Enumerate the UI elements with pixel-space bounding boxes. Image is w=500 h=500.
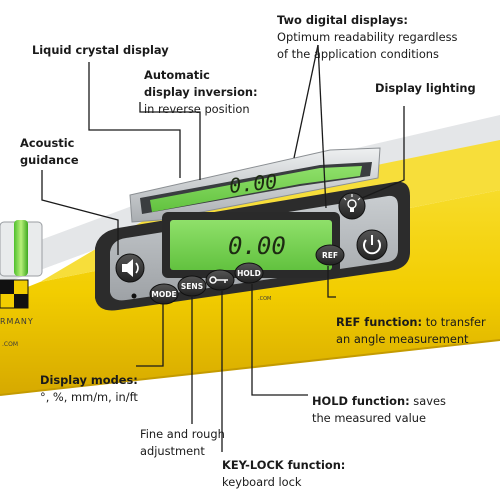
label-keylock: KEY-LOCK function: keyboard lock <box>222 457 345 491</box>
label-hold-text2: the measured value <box>312 411 426 425</box>
key-icon <box>209 276 228 284</box>
label-inversion-text: in reverse position <box>144 102 250 116</box>
callout-ref-line <box>327 266 336 298</box>
mode-button-label: MODE <box>151 290 176 299</box>
label-acoustic-title1: Acoustic <box>20 136 75 150</box>
label-inversion-title2: display inversion: <box>144 85 258 99</box>
label-hold-text1: saves <box>409 394 446 408</box>
label-lcd: Liquid crystal display <box>32 42 169 59</box>
callout-acoustic-line <box>41 170 119 255</box>
label-hold: HOLD function: saves the measured value <box>312 393 446 427</box>
sens-button-label: SENS <box>181 282 203 291</box>
brand-web-right: .COM <box>258 296 271 302</box>
power-icon <box>363 235 381 255</box>
label-lcd-title: Liquid crystal display <box>32 43 169 57</box>
sens-button[interactable]: SENS <box>177 275 207 297</box>
power-button[interactable] <box>356 229 388 261</box>
brand-logo <box>0 279 29 309</box>
callout-two-displays-line-a <box>293 44 319 159</box>
main-lcd-reading: 0.00 <box>228 232 286 260</box>
ref-button[interactable]: REF <box>315 244 345 266</box>
label-lighting: Display lighting <box>375 80 476 97</box>
callout-lcd-line <box>88 62 181 178</box>
top-lcd-reading: 0.00 <box>228 169 278 198</box>
label-modes-text: °, %, mm/m, in/ft <box>40 390 138 404</box>
brand-web: .COM <box>2 341 18 348</box>
label-two-displays-line2: of the application conditions <box>277 47 439 61</box>
label-fine: Fine and rough adjustment <box>140 426 225 460</box>
label-ref-text2: an angle measurement <box>336 332 469 346</box>
main-lcd <box>170 220 332 270</box>
label-fine-text2: adjustment <box>140 444 205 458</box>
label-ref-text1: to transfer <box>422 315 486 329</box>
label-keylock-title: KEY-LOCK function: <box>222 458 346 472</box>
label-lighting-title: Display lighting <box>375 81 476 95</box>
label-fine-text1: Fine and rough <box>140 427 225 441</box>
label-keylock-text: keyboard lock <box>222 475 302 489</box>
label-inversion: Automatic display inversion: in reverse … <box>144 67 258 118</box>
label-two-displays: Two digital displays: Optimum readabilit… <box>277 12 457 63</box>
level-edge-line <box>0 339 500 396</box>
label-modes-title: Display modes: <box>40 373 138 387</box>
ref-button-label: REF <box>322 251 338 260</box>
label-hold-title: HOLD function: <box>312 394 410 408</box>
callout-lines <box>41 44 405 452</box>
top-lcd <box>150 166 362 212</box>
label-inversion-title1: Automatic <box>144 68 210 82</box>
hold-button-label: HOLD <box>237 269 261 278</box>
label-ref-title: REF function: <box>336 315 423 329</box>
label-acoustic-title2: guidance <box>20 153 79 167</box>
acoustic-button[interactable] <box>115 253 145 283</box>
light-bulb-icon <box>343 194 361 212</box>
label-modes: Display modes: °, %, mm/m, in/ft <box>40 372 138 406</box>
label-acoustic: Acoustic guidance <box>20 135 79 169</box>
label-ref: REF function: to transfer an angle measu… <box>336 314 486 348</box>
label-two-displays-title: Two digital displays: <box>277 13 408 27</box>
mode-button[interactable]: MODE <box>149 283 179 305</box>
label-two-displays-line1: Optimum readability regardless <box>277 30 458 44</box>
brand-country: RMANY <box>0 317 34 326</box>
hold-button[interactable]: HOLD <box>234 262 264 284</box>
speaker-icon <box>122 259 139 277</box>
callout-two-displays-line-b <box>317 44 327 209</box>
callout-inversion-line <box>139 102 201 180</box>
callout-hold-line <box>251 284 308 396</box>
callout-lighting-line <box>361 106 405 199</box>
key-lock-button[interactable] <box>205 269 235 291</box>
lighting-button[interactable] <box>338 192 366 220</box>
callout-modes-line <box>136 304 164 367</box>
sensor-dot <box>131 293 137 299</box>
vial <box>14 220 28 276</box>
